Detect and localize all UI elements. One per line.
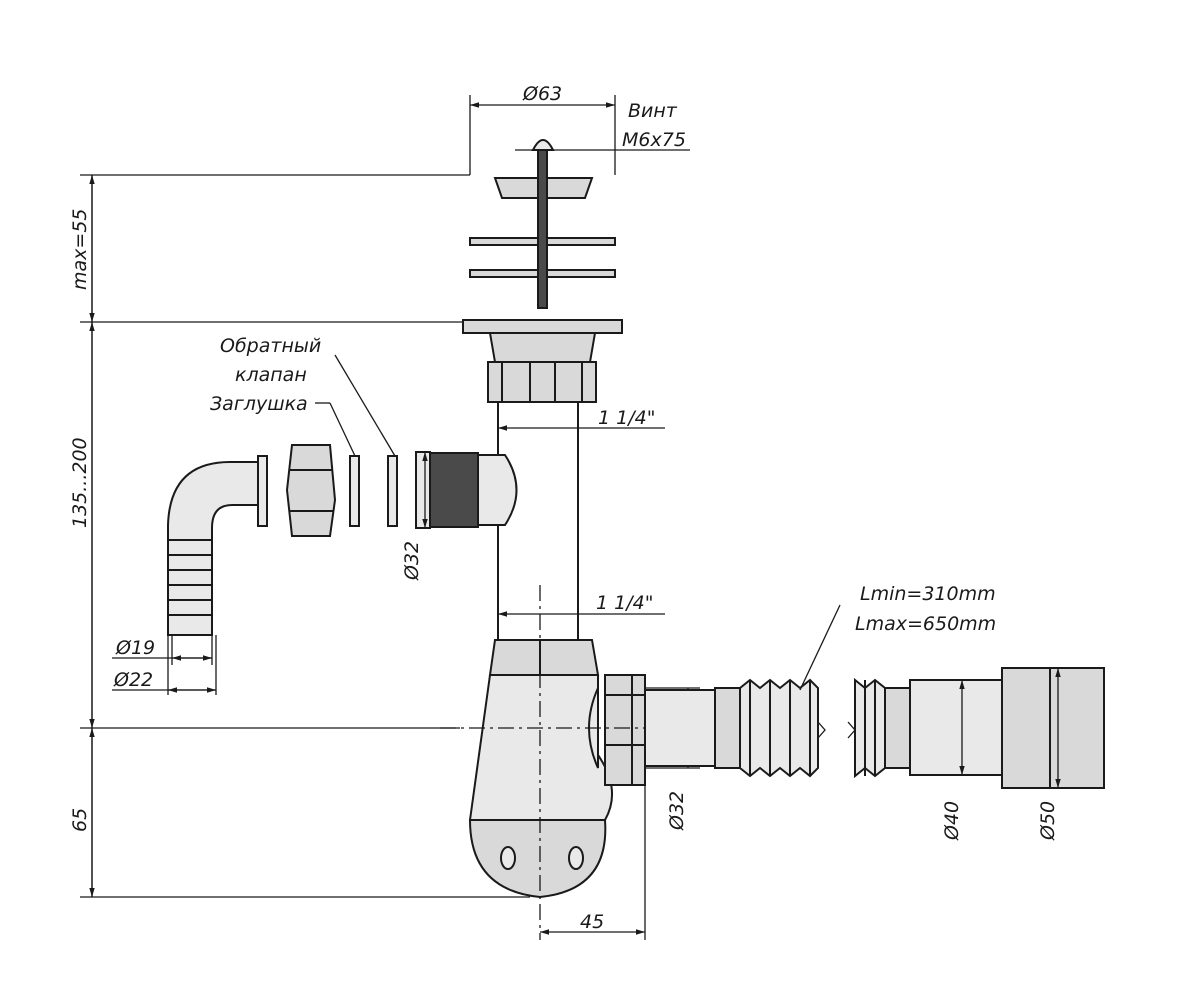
- hose-inner-diameter-label: Ø19: [115, 637, 155, 659]
- check-valve-label-line1: Обратный: [220, 335, 321, 357]
- hose-length-min-label: Lmin=310mm: [860, 583, 996, 605]
- height-bottom-label: 65: [69, 808, 91, 832]
- height-middle-label: 135...200: [69, 437, 91, 528]
- hose-length-max-label: Lmax=650mm: [855, 613, 996, 635]
- offset-dimension: [540, 785, 646, 940]
- plug-leader: [315, 402, 356, 457]
- strainer-dimension: [469, 95, 616, 175]
- check-valve-disc: [387, 455, 398, 527]
- trap-outlet-nut: [588, 674, 646, 786]
- plug-disc: [349, 455, 360, 527]
- vertical-dimension-chain: [80, 174, 530, 898]
- outlet-fitting-40: [909, 679, 1003, 776]
- hose-length-leader: [799, 604, 841, 691]
- vertical-pipe: [497, 402, 579, 640]
- bottom-union-nut: [488, 639, 600, 676]
- hose-dimensions: [112, 635, 217, 695]
- side-union-nut: [285, 444, 337, 537]
- thread-bottom-label: 1 1/4": [596, 592, 653, 614]
- corrugated-outlet-hose: [644, 677, 911, 779]
- thread-top-label: 1 1/4": [598, 407, 655, 429]
- side-inlet-diameter-label: Ø32: [401, 541, 423, 581]
- plug-label: Заглушка: [210, 393, 308, 415]
- screw-size-label: M6x75: [622, 129, 686, 151]
- outlet-50-diameter-label: Ø50: [1037, 801, 1059, 841]
- outlet-40-diameter-label: Ø40: [941, 801, 963, 841]
- trap-cleaning-cap: [468, 819, 607, 899]
- top-union-nut: [487, 361, 597, 403]
- hose-outer-diameter-label: Ø22: [113, 669, 153, 691]
- trap-outlet-diameter-label: Ø32: [666, 791, 688, 831]
- offset-45-label: 45: [580, 911, 604, 933]
- outlet-fitting-50: [1001, 667, 1105, 789]
- elbow-hose-connector: [167, 455, 268, 636]
- drain-flange: [462, 319, 623, 363]
- screw-name-label: Винт: [628, 100, 678, 122]
- height-top-label: max=55: [69, 209, 91, 291]
- check-valve-leader: [334, 354, 396, 457]
- check-valve-label-line2: клапан: [235, 364, 307, 386]
- side-inlet-stub: [415, 451, 518, 529]
- screw-m6x75: [531, 139, 555, 309]
- strainer-diameter-label: Ø63: [522, 83, 562, 105]
